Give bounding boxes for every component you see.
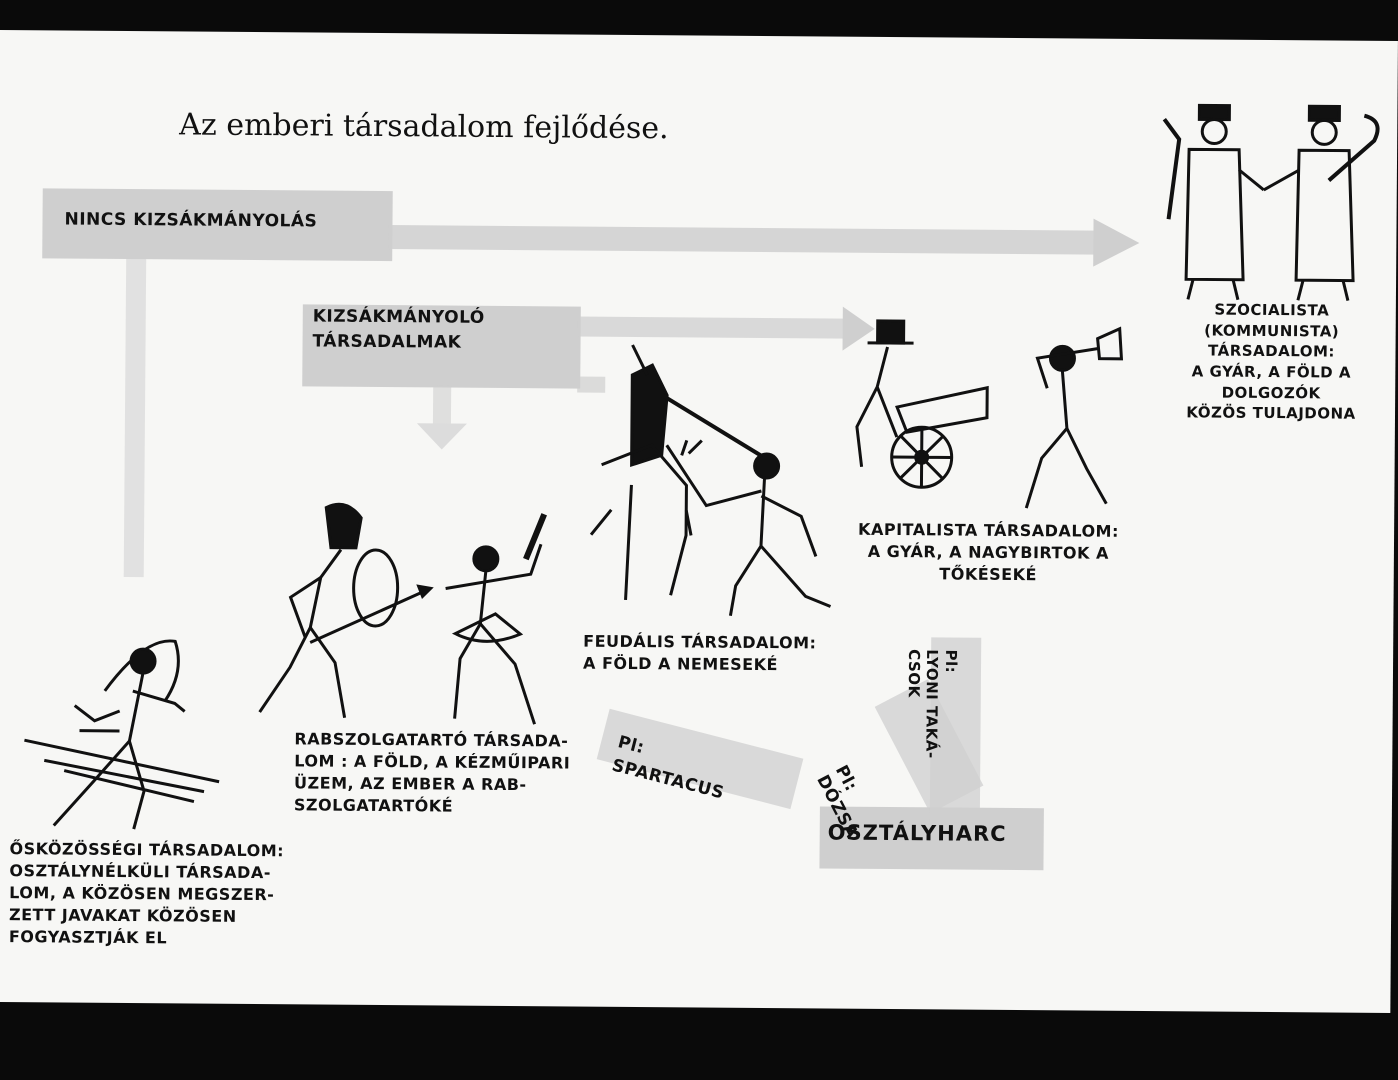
feudal-stage-label: FEUDÁLIS TÁRSADALOM: A FÖLD A NEMESEKÉ (582, 631, 817, 675)
worker-with-hammer-figure (1024, 326, 1124, 509)
no-exploitation-arrow-head (1093, 218, 1140, 267)
lyon-prefix: Pl: (942, 649, 961, 674)
lyon-example: Pl: LYONI TAKÁ- CSOK (903, 649, 979, 759)
slave-figure (445, 513, 547, 725)
slavery-stage-label: RABSZOLGATARTÓ TÁRSADA- LOM : A FÖLD, A … (293, 729, 571, 816)
socialist-workers-figure (1162, 103, 1380, 301)
page-title: Az emberi társadalom fejlődése. (179, 107, 669, 147)
exploiting-drop (432, 385, 452, 426)
soldier-figure (258, 502, 434, 718)
no-exploitation-arrow-shaft (388, 225, 1099, 255)
primitive-hunter-figure (24, 639, 220, 830)
spartacus-name: SPARTACUS (609, 755, 727, 804)
capitalist-stage-label: KAPITALISTA TÁRSADALOM: A GYÁR, A NAGYBI… (858, 519, 1119, 585)
exploiting-drop-head (416, 423, 467, 450)
exploiting-label: KIZSÁKMÁNYOLÓ TÁRSADALMAK (312, 306, 485, 353)
primitive-stage-label: ŐSKÖZÖSSÉGI TÁRSADALOM: OSZTÁLYNÉLKÜLI T… (8, 839, 285, 948)
spartacus-prefix: Pl: (615, 732, 647, 759)
no-exploitation-drop (123, 256, 147, 578)
lyon-name: LYONI TAKÁ- CSOK (904, 649, 942, 759)
exploiting-arrow-head (842, 306, 875, 351)
spartacus-example: Pl: SPARTACUS (609, 709, 738, 806)
slide: Az emberi társadalom fejlődése. NINCS KI… (0, 30, 1398, 1013)
capitalist-with-cannon-figure (855, 319, 989, 489)
no-exploitation-label: NINCS KIZSÁKMÁNYOLÁS (64, 209, 318, 232)
peasant-with-pitchfork-figure (665, 439, 832, 617)
socialist-stage-label: SZOCIALISTA (KOMMUNISTA) TÁRSADALOM: A G… (1186, 300, 1356, 424)
knight-on-horse-figure (589, 344, 763, 601)
